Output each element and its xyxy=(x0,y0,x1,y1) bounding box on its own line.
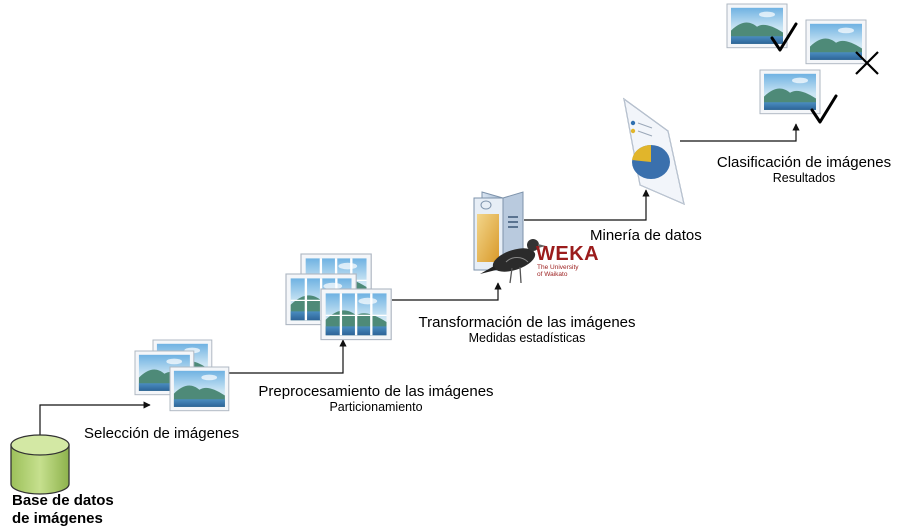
database-label: Base de datos de imágenes xyxy=(12,492,114,528)
database-label-line1: Base de datos xyxy=(12,492,114,509)
cross-icon xyxy=(855,51,879,75)
partitioned-images-stack xyxy=(286,254,391,340)
weka-university-line1: The University xyxy=(537,264,579,271)
classification-label: Clasificación de imágenes Resultados xyxy=(706,154,901,186)
preprocessing-subtitle: Particionamiento xyxy=(329,400,423,415)
selection-title: Selección de imágenes xyxy=(84,425,240,442)
connector-mining-to-classification xyxy=(680,123,800,142)
classified-image-2 xyxy=(805,19,867,65)
preprocessing-title: Preprocesamiento de las imágenes xyxy=(258,383,494,400)
classification-title: Clasificación de imágenes xyxy=(716,154,892,171)
mining-title: Minería de datos xyxy=(590,227,702,244)
connector-transformation-to-mining xyxy=(524,189,650,221)
check-icon xyxy=(770,22,798,52)
classification-subtitle: Resultados xyxy=(772,171,836,186)
weka-brand: WEKA xyxy=(536,243,600,265)
connector-db-to-selection xyxy=(39,401,151,436)
database-icon xyxy=(10,434,70,495)
weka-university-line2: of Waikato xyxy=(537,271,568,278)
connectors xyxy=(39,123,800,436)
transformation-subtitle: Medidas estadísticas xyxy=(468,331,586,346)
selection-label: Selección de imágenes xyxy=(84,425,239,442)
selected-images-stack xyxy=(134,339,230,412)
transformation-title: Transformación de las imágenes xyxy=(418,314,636,331)
preprocessing-label: Preprocesamiento de las imágenes Partici… xyxy=(245,383,507,415)
weka-logo: WEKA The University of Waikato xyxy=(536,244,599,278)
database-label-line2: de imágenes xyxy=(12,510,103,527)
check-icon xyxy=(810,94,838,124)
classified-image-3 xyxy=(759,69,821,115)
report-document-icon xyxy=(623,97,685,206)
connector-preprocessing-to-transformation xyxy=(392,282,502,301)
connector-selection-to-preprocessing xyxy=(229,339,347,374)
transformation-label: Transformación de las imágenes Medidas e… xyxy=(406,314,648,346)
weka-bird-icon xyxy=(480,239,546,284)
classified-image-1 xyxy=(726,3,788,49)
mining-label: Minería de datos xyxy=(590,227,702,244)
